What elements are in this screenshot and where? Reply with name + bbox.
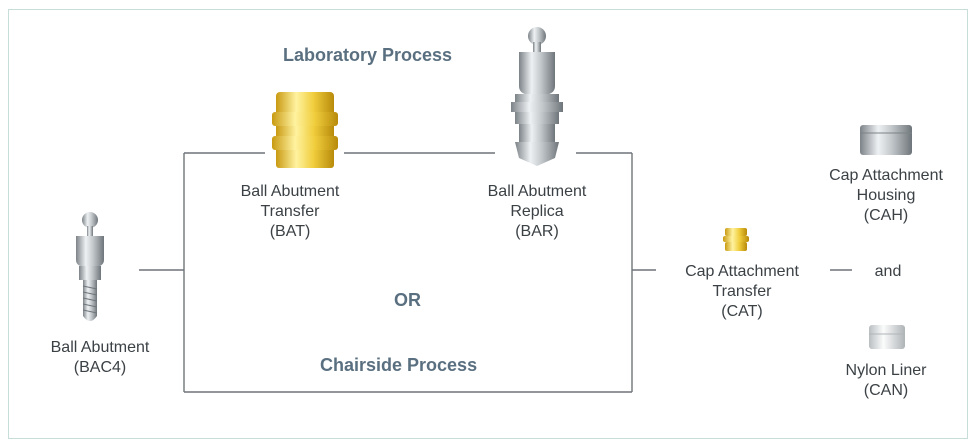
cap-attachment-housing-label: Cap Attachment Housing (CAH) bbox=[829, 167, 943, 224]
ball-abutment-transfer-label: Ball Abutment Transfer (BAT) bbox=[240, 183, 340, 240]
nylon-liner-icon bbox=[869, 325, 905, 349]
ball-abutment-transfer-icon bbox=[272, 92, 338, 168]
ball-abutment-label: Ball Abutment (BAC4) bbox=[50, 339, 150, 376]
diagram-frame bbox=[8, 9, 968, 439]
ball-abutment-replica-label: Ball Abutment Replica (BAR) bbox=[487, 183, 587, 240]
or-label: OR bbox=[394, 290, 421, 310]
chairside-process-heading: Chairside Process bbox=[320, 355, 478, 375]
nylon-liner-label: Nylon Liner (CAN) bbox=[845, 362, 927, 399]
laboratory-process-heading: Laboratory Process bbox=[283, 45, 453, 65]
cap-attachment-housing-icon bbox=[860, 125, 912, 155]
cap-attachment-transfer-icon bbox=[723, 228, 749, 251]
cap-attachment-transfer-label: Cap Attachment Transfer (CAT) bbox=[685, 263, 799, 320]
ball-abutment-replica-icon bbox=[511, 27, 563, 166]
ball-abutment-icon bbox=[76, 212, 104, 321]
and-label: and bbox=[874, 263, 902, 280]
